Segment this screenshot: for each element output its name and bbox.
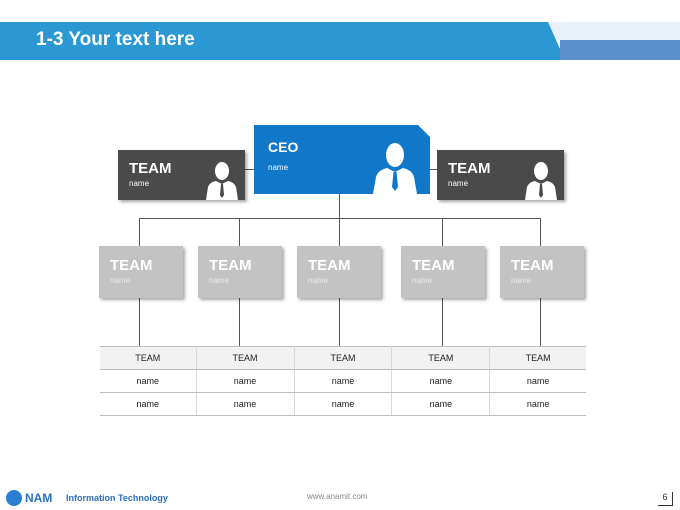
team-name: name	[209, 276, 230, 285]
team-box-3: TEAM name	[297, 246, 381, 298]
team-name: name	[511, 276, 532, 285]
team-title: TEAM	[511, 257, 554, 274]
table-header-cell: TEAM	[294, 346, 393, 370]
connector-team-3	[339, 218, 340, 246]
table-cell: name	[391, 369, 491, 393]
table-header-cell: TEAM	[100, 346, 197, 370]
table-header-cell: TEAM	[489, 346, 586, 370]
logo-text: NAM	[25, 491, 53, 505]
connector-table-5	[540, 298, 541, 346]
side-team-right-title: TEAM	[448, 160, 491, 177]
team-box-2: TEAM name	[198, 246, 282, 298]
person-silhouette-icon	[206, 162, 238, 200]
team-box-1: TEAM name	[99, 246, 183, 298]
table-cell: name	[294, 392, 393, 416]
table-cell: name	[196, 392, 295, 416]
table-cell: name	[100, 369, 197, 393]
table-header-cell: TEAM	[391, 346, 491, 370]
table-cell: name	[100, 392, 197, 416]
table-cell: name	[391, 392, 491, 416]
logo-a-icon	[6, 490, 22, 506]
connector-team-4	[442, 218, 443, 246]
header-accent-strip	[560, 40, 680, 60]
connector-team-2	[239, 218, 240, 246]
person-silhouette-icon	[525, 162, 557, 200]
connector-ceo-down	[339, 194, 340, 218]
team-name: name	[308, 276, 329, 285]
team-title: TEAM	[110, 257, 153, 274]
table-cell: name	[196, 369, 295, 393]
connector-team-5	[540, 218, 541, 246]
team-table: TEAM TEAM TEAM TEAM TEAM name name name …	[100, 346, 586, 416]
connector-left	[245, 169, 254, 170]
team-title: TEAM	[308, 257, 351, 274]
side-team-left-box: TEAM name	[118, 150, 245, 200]
side-team-right-name: name	[448, 179, 469, 188]
footer-url: www.anamit.com	[307, 492, 368, 501]
team-box-5: TEAM name	[500, 246, 584, 298]
connector-table-1	[139, 298, 140, 346]
table-cell: name	[489, 392, 586, 416]
ceo-name: name	[268, 163, 289, 172]
logo-subtitle: Information Technology	[66, 493, 168, 503]
page-number: 6	[658, 492, 673, 506]
table-header-row: TEAM TEAM TEAM TEAM TEAM	[100, 346, 586, 370]
team-title: TEAM	[412, 257, 455, 274]
table-cell: name	[489, 369, 586, 393]
connector-horizontal	[139, 218, 541, 219]
connector-right	[428, 169, 437, 170]
connector-team-1	[139, 218, 140, 246]
team-name: name	[412, 276, 433, 285]
team-box-4: TEAM name	[401, 246, 485, 298]
connector-table-3	[339, 298, 340, 346]
header-accent-light	[548, 22, 680, 40]
side-team-left-title: TEAM	[129, 160, 172, 177]
table-header-cell: TEAM	[196, 346, 295, 370]
connector-table-4	[442, 298, 443, 346]
ceo-title: CEO	[268, 139, 299, 155]
page-title: 1-3 Your text here	[36, 29, 195, 50]
person-silhouette-icon	[373, 143, 417, 194]
team-title: TEAM	[209, 257, 252, 274]
side-team-right-box: TEAM name	[437, 150, 564, 200]
connector-table-2	[239, 298, 240, 346]
header-banner	[0, 22, 565, 60]
ceo-box: CEO name	[254, 125, 430, 194]
team-name: name	[110, 276, 131, 285]
side-team-left-name: name	[129, 179, 150, 188]
table-cell: name	[294, 369, 393, 393]
table-row: name name name name name	[100, 392, 586, 416]
table-row: name name name name name	[100, 369, 586, 393]
